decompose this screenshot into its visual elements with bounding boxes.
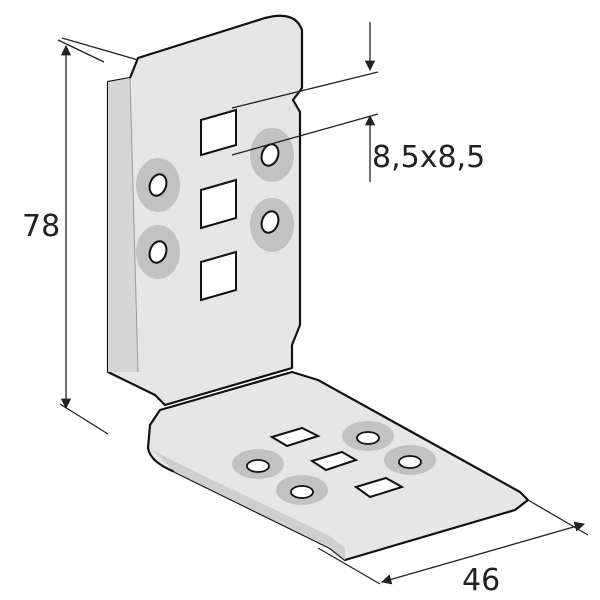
hole-size-dimension (231, 22, 379, 182)
width-dimension (317, 499, 589, 585)
height-dimension (57, 37, 139, 435)
vertical-square-holes (200, 108, 237, 302)
width-label: 46 (462, 563, 500, 598)
base-square-holes (269, 426, 405, 499)
vertical-round-holes (136, 128, 294, 279)
base-round-holes (232, 421, 436, 505)
hole-size-label: 8,5x8,5 (372, 140, 485, 175)
height-label: 78 (22, 209, 60, 244)
